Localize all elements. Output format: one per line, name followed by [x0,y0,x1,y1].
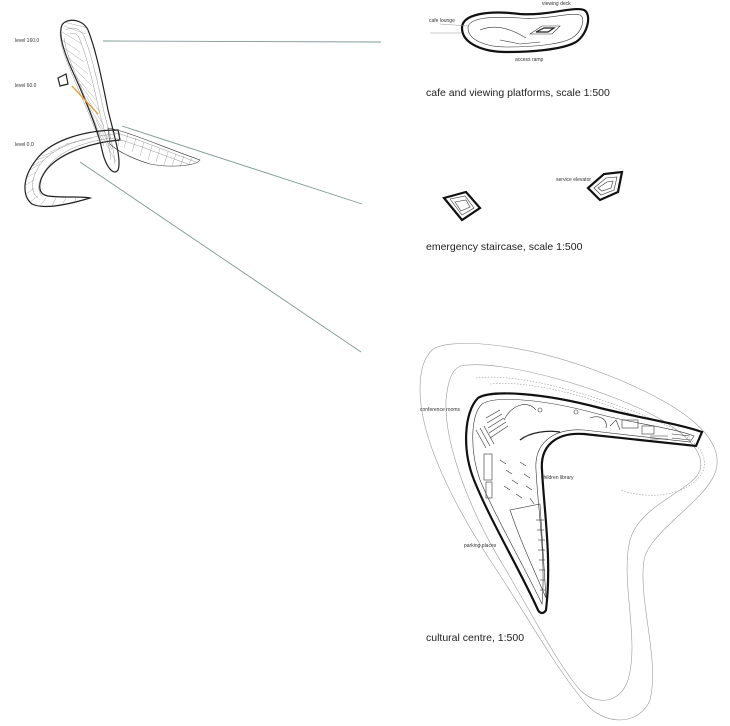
tower-lower-arm [23,129,121,208]
leader-line-cafe [102,40,382,43]
conference-seating [475,404,607,449]
stair-core-left [442,190,482,222]
stair-plan-title: emergency staircase, scale 1:500 [426,241,583,253]
children-library-furniture [483,453,535,505]
tower-side-arm [107,127,201,168]
leader-line-cultural [79,161,362,353]
level-label-mid: level 60.0 [15,83,37,89]
cultural-label-library: children library [541,475,574,481]
leader-line-stair [121,125,363,205]
cultural-plan-title: cultural centre, 1:500 [426,632,524,644]
stair-plan: service elevator emergency staircase, sc… [426,170,624,253]
cafe-label-deck: viewing deck [542,1,571,7]
cafe-label-lounge: cafe lounge [429,18,455,24]
tower-wireframe-model: level 160.0 level 60.0 level 0.0 [15,19,382,353]
cultural-building-outline [465,392,704,615]
cultural-label-conference: conference rooms [420,407,461,413]
cultural-plan: conference rooms children library parkin… [419,343,718,721]
level-label-top: level 160.0 [15,38,39,44]
tower-upper-loop [57,19,120,173]
highlight-ramp [71,85,99,115]
cafe-label-ramp: access ramp [515,57,544,63]
parking-bays [509,503,547,599]
cafe-plan-title: cafe and viewing platforms, scale 1:500 [426,87,610,99]
level-label-base: level 0.0 [15,142,34,148]
cafe-platform-outline [460,8,590,54]
cultural-label-parking: parking places [464,543,497,549]
stair-label-elevator: service elevator [556,177,591,183]
east-wing-details [609,419,691,441]
cafe-plan: cafe lounge viewing deck access ramp caf… [426,1,610,99]
stair-core-right [586,170,624,202]
